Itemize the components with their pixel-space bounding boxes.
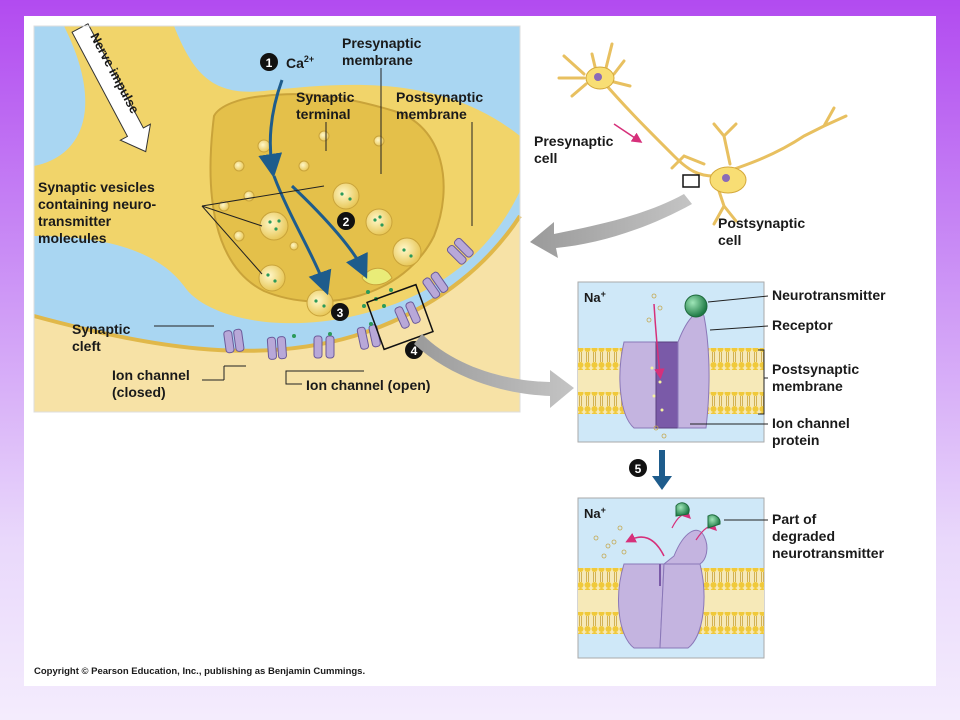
calcium-arrow-2 [272,175,332,296]
inset-closed-channel: Na+ [577,497,765,659]
main-panel-frame [33,25,521,413]
nerve-impulse-arrow [71,23,152,153]
na-label-1: Na+ [584,289,606,305]
slide: Nerve impulse 1 2 3 4 Ca2+ Presynaptic m… [24,16,936,686]
overview-to-main-arrow [530,194,692,258]
svg-text:3: 3 [337,306,344,320]
leader-lines [154,68,473,385]
presynaptic-cell-label: Presynaptic cell [534,133,617,166]
fusing-vesicle [361,267,393,286]
neurotransmitter-label: Neurotransmitter [772,287,886,303]
ion-channel-closed-label: Ion channel (closed) [112,367,194,400]
postsynaptic-cell-label: Postsynaptic cell [718,215,809,248]
presynaptic-membrane-label: Presynaptic membrane [342,35,425,68]
step-3: 3 [331,303,349,321]
calcium-arrow-1 [258,79,284,178]
postsynaptic-membrane-line [33,214,522,353]
receptor-label: Receptor [772,317,833,333]
postsynaptic-tissue [34,216,520,412]
copyright-text: Copyright © Pearson Education, Inc., pub… [34,666,365,677]
inset-open-channel: Na+ [577,281,765,443]
postsynaptic-membrane-label: Postsynaptic membrane [396,89,487,122]
zoom-box-main [366,283,434,351]
degraded-neurotransmitter-label: Part of degraded neurotransmitter [772,511,885,561]
vesicles [218,130,422,317]
na-label-2: Na+ [584,505,606,521]
zoom-box-overview [682,174,700,188]
synaptic-cleft-label: Synaptic cleft [72,321,134,354]
signal-direction-arrow [613,123,643,143]
step-2: 2 [337,212,355,230]
bound-neurotransmitter [292,322,373,338]
svg-text:4: 4 [411,344,418,358]
step-1: 1 [260,53,278,71]
neuron-cell-bodies [585,66,747,194]
step5-arrow-head [652,476,672,490]
synaptic-vesicles-label: Synaptic vesicles containing neuro- tran… [38,179,160,246]
synaptic-terminal-label: Synaptic terminal [296,89,358,122]
svg-text:5: 5 [635,462,642,476]
inset-leader-lines [690,295,769,521]
postsynaptic-membrane-inset-label: Postsynaptic membrane [772,361,863,394]
svg-text:2: 2 [343,215,350,229]
ion-channel-open-label: Ion channel (open) [306,377,430,393]
synapse-diagram: Nerve impulse 1 2 3 4 Ca2+ Presynaptic m… [33,23,886,677]
calcium-arrow-3 [290,184,368,279]
main-to-inset-arrow [414,334,574,408]
neuron-overview [557,42,848,226]
calcium-label: Ca2+ [286,54,314,71]
svg-text:1: 1 [266,56,273,70]
ion-channel-protein-label: Ion channel protein [772,415,854,448]
step-5: 5 [629,459,647,477]
main-panel: Nerve impulse 1 2 3 4 Ca2+ Presynaptic m… [33,23,522,413]
